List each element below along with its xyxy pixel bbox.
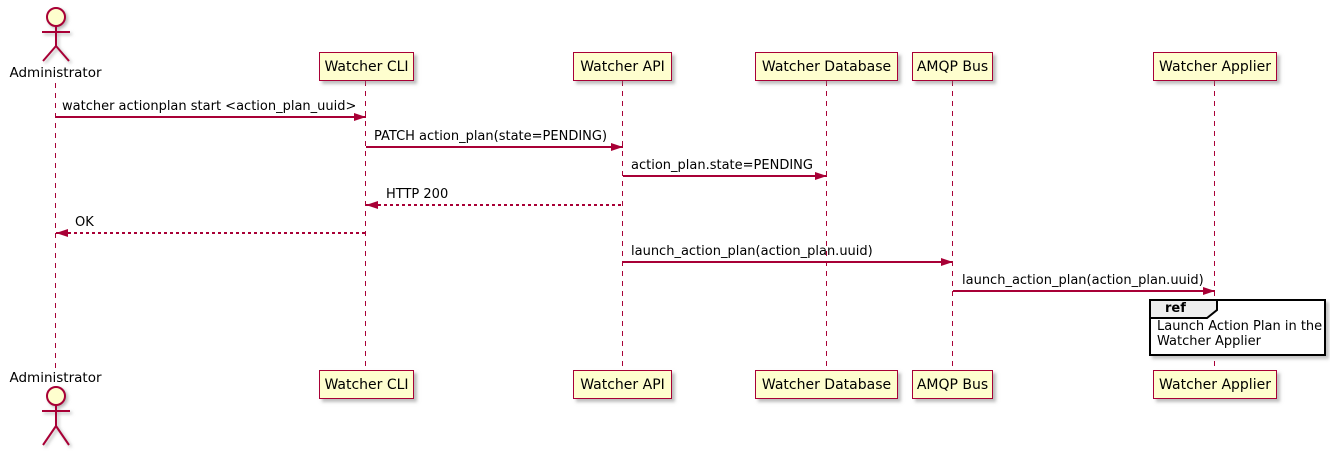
administrator-actor-icon-bottom [42,386,70,446]
message-2-label: PATCH action_plan(state=PENDING) [374,129,608,144]
message-3-line [623,175,827,177]
message-3-arrowhead [815,171,827,180]
ref-text-line-1: Launch Action Plan in the [1157,319,1323,334]
administrator-label-bottom: Administrator [9,370,102,386]
participant-box-amqp-bus-bottom: AMQP Bus [912,370,993,399]
message-1-line [56,116,366,118]
participant-box-watcher-database-bottom: Watcher Database [755,370,898,399]
message-4-line [366,204,623,206]
administrator-actor-icon-top [42,7,70,62]
lifeline-watcher-api [622,81,623,370]
message-6-arrowhead [941,257,953,266]
message-3-label: action_plan.state=PENDING [631,158,813,173]
participant-box-watcher-api-bottom: Watcher API [573,370,672,399]
message-4-label: HTTP 200 [386,187,449,202]
ref-tag-shape [1149,299,1218,319]
ref-text-line-2: Watcher Applier [1157,333,1261,349]
ref-fragment: ref Launch Action Plan in the Watcher Ap… [1149,299,1326,356]
ref-tag-label: ref [1165,301,1186,316]
participant-box-watcher-database-top: Watcher Database [755,52,898,81]
lifeline-amqp-bus [952,81,953,370]
message-6-line [623,261,953,263]
participant-box-watcher-api-top: Watcher API [573,52,672,81]
administrator-label-top: Administrator [9,65,102,81]
message-5-line [56,232,366,234]
message-2-arrowhead [611,142,623,151]
participant-box-watcher-cli-bottom: Watcher CLI [319,370,414,399]
participant-box-watcher-applier-bottom: Watcher Applier [1153,370,1277,399]
message-1-arrowhead [354,112,366,121]
lifeline-watcher-database [826,81,827,370]
message-7-arrowhead [1203,286,1215,295]
message-2-line [366,146,623,148]
message-7-line [953,290,1215,292]
lifeline-administrator [55,83,56,371]
participant-box-amqp-bus-top: AMQP Bus [912,52,993,81]
message-7-label: launch_action_plan(action_plan.uuid) [962,273,1204,288]
participant-box-watcher-cli-top: Watcher CLI [319,52,414,81]
message-4-arrowhead [366,200,378,209]
message-1-label: watcher actionplan start <action_plan_uu… [62,99,357,114]
lifeline-watcher-cli [365,81,366,370]
ref-text: Launch Action Plan in the Watcher Applie… [1157,319,1323,349]
lifeline-watcher-applier [1214,81,1215,370]
message-5-label: OK [75,215,94,230]
message-6-label: launch_action_plan(action_plan.uuid) [631,244,873,259]
participant-box-watcher-applier-top: Watcher Applier [1153,52,1277,81]
message-5-arrowhead [56,228,68,237]
